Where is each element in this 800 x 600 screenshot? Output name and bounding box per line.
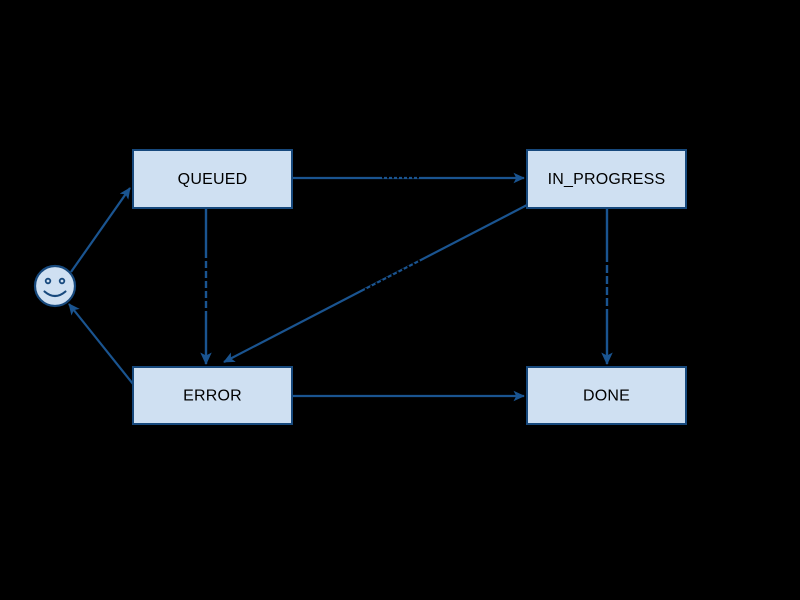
state-node-queued[interactable]: QUEUED: [132, 149, 293, 209]
state-box-queued[interactable]: [132, 149, 293, 209]
transition-error-to-start: [68, 303, 134, 385]
edge-error-to-start: [68, 303, 134, 385]
state-label-in-progress: IN_PROGRESS: [548, 171, 666, 188]
transitions-layer: [68, 172, 613, 402]
edge-label-gap-in-progress-to-error: [364, 259, 421, 292]
smiley-mouth-icon: [43, 290, 67, 298]
smiley-eye-left-icon: [44, 277, 52, 285]
state-node-done[interactable]: DONE: [526, 366, 687, 425]
state-box-done[interactable]: [526, 366, 687, 425]
state-label-done: DONE: [583, 388, 630, 405]
start-node-circle[interactable]: [33, 264, 77, 308]
smiley-eye-right-icon: [58, 277, 66, 285]
states-layer: QUEUED IN_PROGRESS ERROR DONE: [33, 149, 687, 425]
state-box-in-progress[interactable]: [526, 149, 687, 209]
state-node-error[interactable]: ERROR: [132, 366, 293, 425]
state-label-queued: QUEUED: [178, 171, 248, 188]
state-node-in-progress[interactable]: IN_PROGRESS: [526, 149, 687, 209]
edge-start-to-queued: [70, 187, 131, 273]
transition-start-to-queued: [70, 187, 131, 273]
transition-in-progress-to-error: [223, 204, 528, 363]
transition-queued-to-in-progress: [292, 172, 525, 184]
state-label-error: ERROR: [183, 388, 242, 405]
state-box-error[interactable]: [132, 366, 293, 425]
smiley-face-icon[interactable]: [33, 264, 77, 308]
